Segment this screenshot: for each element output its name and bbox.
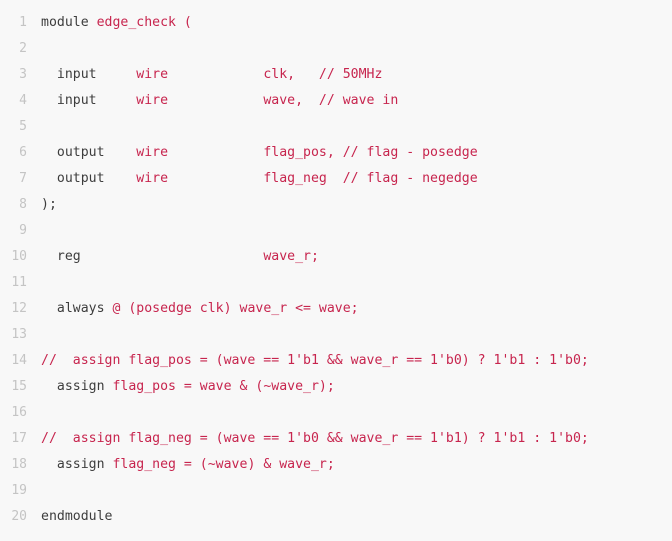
code-text: // assign flag_pos = (wave == 1'b1 && wa… <box>41 348 589 374</box>
code-keyword: input <box>41 67 137 82</box>
code-text: reg wave_r; <box>41 244 319 270</box>
code-line: 6 output wire flag_pos, // flag - posedg… <box>0 140 672 166</box>
code-text: output wire flag_pos, // flag - posedge <box>41 140 478 166</box>
code-keyword: ); <box>41 197 57 212</box>
code-line: 4 input wire wave, // wave in <box>0 88 672 114</box>
code-line: 7 output wire flag_neg // flag - negedge <box>0 166 672 192</box>
code-token: edge_check ( <box>96 15 192 30</box>
code-text: assign flag_pos = wave & (~wave_r); <box>41 374 335 400</box>
code-line: 1 module edge_check ( <box>0 10 672 36</box>
line-number: 15 <box>11 379 27 394</box>
code-text: // assign flag_neg = (wave == 1'b0 && wa… <box>41 426 589 452</box>
line-number: 8 <box>19 197 27 212</box>
code-keyword: always <box>41 301 113 316</box>
line-number: 5 <box>19 119 27 134</box>
line-number: 13 <box>11 327 27 342</box>
code-line: 17 // assign flag_neg = (wave == 1'b0 && … <box>0 426 672 452</box>
code-token: wire clk, // 50MHz <box>136 67 383 82</box>
code-keyword: module <box>41 15 97 30</box>
code-line: 11 <box>0 270 672 296</box>
code-line: 18 assign flag_neg = (~wave) & wave_r; <box>0 452 672 478</box>
code-text: assign flag_neg = (~wave) & wave_r; <box>41 452 335 478</box>
code-text: input wire clk, // 50MHz <box>41 62 383 88</box>
code-line: 2 <box>0 36 672 62</box>
code-text: always @ (posedge clk) wave_r <= wave; <box>41 296 359 322</box>
line-number: 11 <box>11 275 27 290</box>
code-line: 13 <box>0 322 672 348</box>
code-keyword: input <box>41 93 137 108</box>
line-number: 9 <box>19 223 27 238</box>
code-keyword: output <box>41 171 137 186</box>
line-number: 20 <box>11 509 27 524</box>
line-number: 7 <box>19 171 27 186</box>
line-number: 17 <box>11 431 27 446</box>
code-token: flag_neg = (~wave) & wave_r; <box>112 457 335 472</box>
code-token: flag_pos = wave & (~wave_r); <box>112 379 335 394</box>
line-number: 16 <box>11 405 27 420</box>
code-line: 9 <box>0 218 672 244</box>
line-number: 1 <box>19 15 27 30</box>
line-number: 18 <box>11 457 27 472</box>
code-line: 14 // assign flag_pos = (wave == 1'b1 && … <box>0 348 672 374</box>
code-text: ); <box>41 192 57 218</box>
line-number: 19 <box>11 483 27 498</box>
code-text: endmodule <box>41 504 112 530</box>
code-line: 10 reg wave_r; <box>0 244 672 270</box>
code-text: module edge_check ( <box>41 10 192 36</box>
line-number: 4 <box>19 93 27 108</box>
code-keyword: assign <box>41 379 113 394</box>
code-line: 20 endmodule <box>0 504 672 530</box>
code-line: 5 <box>0 114 672 140</box>
code-keyword: assign <box>41 457 113 472</box>
code-comment: // assign flag_neg = (wave == 1'b0 && wa… <box>41 431 589 446</box>
line-number: 12 <box>11 301 27 316</box>
code-text: input wire wave, // wave in <box>41 88 398 114</box>
line-number: 2 <box>19 41 27 56</box>
code-token: wire flag_pos, // flag - posedge <box>136 145 478 160</box>
line-number: 6 <box>19 145 27 160</box>
code-token: wave_r; <box>263 249 319 264</box>
line-number: 3 <box>19 67 27 82</box>
code-text: output wire flag_neg // flag - negedge <box>41 166 478 192</box>
code-token: @ (posedge clk) wave_r <= wave; <box>112 301 359 316</box>
code-token: wire flag_neg // flag - negedge <box>136 171 478 186</box>
code-line: 16 <box>0 400 672 426</box>
code-keyword: output <box>41 145 137 160</box>
code-line: 15 assign flag_pos = wave & (~wave_r); <box>0 374 672 400</box>
line-number: 14 <box>11 353 27 368</box>
line-number: 10 <box>11 249 27 264</box>
code-token: wire wave, // wave in <box>136 93 399 108</box>
code-keyword: reg <box>41 249 264 264</box>
code-line: 3 input wire clk, // 50MHz <box>0 62 672 88</box>
code-comment: // assign flag_pos = (wave == 1'b1 && wa… <box>41 353 589 368</box>
code-line: 19 <box>0 478 672 504</box>
code-line: 12 always @ (posedge clk) wave_r <= wave… <box>0 296 672 322</box>
code-line: 8); <box>0 192 672 218</box>
code-keyword: endmodule <box>41 509 113 524</box>
